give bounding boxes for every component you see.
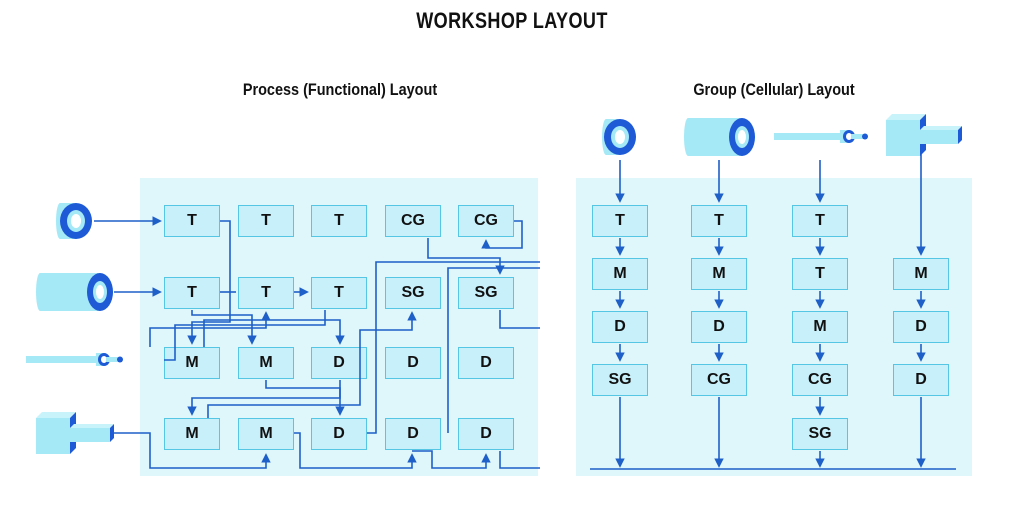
machine-mill: M bbox=[792, 311, 848, 343]
machine-drill: D bbox=[458, 347, 514, 379]
machine-lathe: T bbox=[238, 205, 294, 237]
machine-mill: M bbox=[164, 347, 220, 379]
machine-surface-grinder: SG bbox=[592, 364, 648, 396]
machine-lathe: T bbox=[592, 205, 648, 237]
thick-cylinder-part-icon bbox=[684, 118, 755, 156]
machine-mill: M bbox=[238, 418, 294, 450]
machine-cylindrical-grinder: CG bbox=[792, 364, 848, 396]
machine-lathe: T bbox=[792, 258, 848, 290]
ring-part-icon bbox=[602, 119, 636, 155]
machine-drill: D bbox=[592, 311, 648, 343]
machine-lathe: T bbox=[311, 277, 367, 309]
machine-drill: D bbox=[311, 418, 367, 450]
machine-drill: D bbox=[893, 311, 949, 343]
machine-cylindrical-grinder: CG bbox=[385, 205, 441, 237]
group-layout-subtitle: Group (Cellular) Layout bbox=[693, 80, 855, 99]
machine-mill: M bbox=[893, 258, 949, 290]
machine-drill: D bbox=[458, 418, 514, 450]
thick-cylinder-part-icon bbox=[36, 273, 113, 311]
thin-shaft-part-icon bbox=[774, 130, 868, 143]
machine-cylindrical-grinder: CG bbox=[691, 364, 747, 396]
machine-lathe: T bbox=[691, 205, 747, 237]
machine-mill: M bbox=[592, 258, 648, 290]
machine-lathe: T bbox=[792, 205, 848, 237]
machine-lathe: T bbox=[311, 205, 367, 237]
machine-drill: D bbox=[385, 418, 441, 450]
block-part-icon bbox=[886, 114, 962, 156]
machine-mill: M bbox=[238, 347, 294, 379]
machine-mill: M bbox=[164, 418, 220, 450]
machine-surface-grinder: SG bbox=[385, 277, 441, 309]
thin-shaft-part-icon bbox=[26, 353, 123, 366]
machine-surface-grinder: SG bbox=[458, 277, 514, 309]
block-part-icon bbox=[36, 412, 114, 454]
machine-surface-grinder: SG bbox=[792, 418, 848, 450]
machine-drill: D bbox=[691, 311, 747, 343]
diagram-title: WORKSHOP LAYOUT bbox=[416, 8, 608, 33]
machine-lathe: T bbox=[164, 277, 220, 309]
machine-drill: D bbox=[311, 347, 367, 379]
machine-cylindrical-grinder: CG bbox=[458, 205, 514, 237]
process-layout-subtitle: Process (Functional) Layout bbox=[242, 80, 438, 99]
machine-lathe: T bbox=[238, 277, 294, 309]
machine-mill: M bbox=[691, 258, 747, 290]
machine-drill: D bbox=[893, 364, 949, 396]
machine-drill: D bbox=[385, 347, 441, 379]
ring-part-icon bbox=[56, 203, 92, 239]
machine-lathe: T bbox=[164, 205, 220, 237]
